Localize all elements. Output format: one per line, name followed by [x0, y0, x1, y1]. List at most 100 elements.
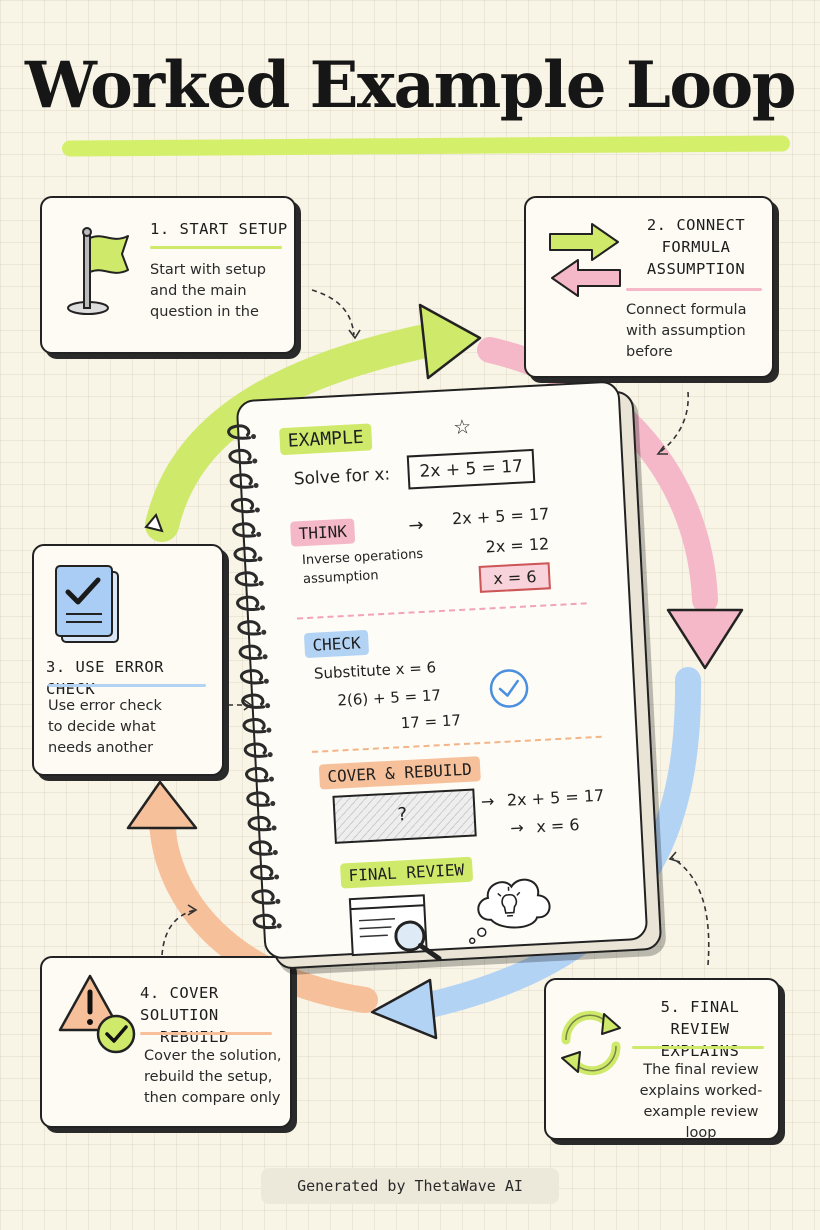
document-magnifier-icon: [348, 894, 442, 962]
spiral-ring: [243, 742, 268, 758]
covered-solution-box: ?: [332, 788, 477, 844]
card-rule: [48, 684, 206, 687]
check-tag: CHECK: [303, 629, 370, 659]
check-line: 2(6) + 5 = 17: [336, 686, 442, 710]
binding-hole: [261, 629, 267, 635]
solution-step: 2x + 5 = 17: [451, 504, 550, 529]
binding-hole: [259, 605, 265, 611]
binding-hole: [274, 874, 280, 880]
spiral-ring: [232, 522, 257, 538]
refresh-cycle-icon: [561, 1010, 621, 1076]
spiral-ring: [250, 864, 275, 881]
connector-card4: [161, 909, 196, 956]
covered-mark: ?: [396, 804, 408, 826]
spiral-ring: [238, 644, 263, 660]
binding-hole: [262, 654, 268, 660]
binding-hole: [272, 849, 278, 855]
binding-hole: [256, 531, 262, 537]
binding-hole: [263, 678, 269, 684]
spiral-ring: [246, 791, 271, 807]
connector-card5: [671, 857, 710, 966]
checklist-icon: [55, 565, 119, 643]
spiral-binding: [227, 424, 282, 930]
binding-hole: [265, 703, 271, 709]
card-rule: [626, 288, 762, 291]
spiral-ring: [251, 889, 276, 905]
spiral-ring: [248, 840, 273, 856]
check-line: 17 = 17: [400, 711, 462, 733]
divider-pink: [297, 602, 587, 620]
binding-hole: [268, 776, 274, 782]
binding-hole: [253, 482, 259, 488]
rebuild-arrow: →: [509, 817, 525, 838]
spiral-ring: [247, 815, 272, 832]
binding-hole: [270, 801, 276, 807]
example-tag: EXAMPLE: [279, 423, 373, 456]
arrow-orange-arc: [149, 807, 378, 1013]
arrows-exchange-icon: [549, 223, 621, 297]
spiral-ring: [234, 571, 259, 587]
example-notebook: EXAMPLE ☆ Solve for x: 2x + 5 = 17 THINK…: [227, 380, 649, 962]
lightbulb-thought-icon: [468, 878, 551, 945]
card-rule: [632, 1046, 764, 1049]
arrow-green-arc: [145, 323, 447, 542]
binding-hole: [257, 556, 263, 562]
solve-label: Solve for x:: [293, 464, 391, 490]
spiral-ring: [237, 620, 262, 636]
arrow-pink-head: [666, 608, 744, 670]
connector-card2: [659, 391, 689, 453]
spiral-ring: [252, 913, 277, 930]
warning-check-icon: [58, 974, 136, 1054]
card-rule: [150, 246, 282, 249]
think-tag: THINK: [290, 518, 356, 547]
spiral-ring: [228, 448, 253, 465]
binding-hole: [258, 580, 264, 586]
card-description: Cover the solution,rebuild the setup,the…: [144, 1048, 282, 1106]
final-review-tag: FINAL REVIEW: [339, 856, 473, 889]
arrow-green-head: [418, 303, 482, 380]
spiral-ring: [242, 718, 267, 734]
cover-rebuild-tag: COVER & REBUILD: [318, 756, 481, 790]
spiral-ring: [236, 595, 261, 612]
spiral-ring: [241, 693, 266, 709]
spiral-ring: [227, 424, 252, 440]
binding-hole: [267, 752, 273, 758]
connector-card1: [311, 289, 355, 336]
spiral-ring: [233, 546, 258, 563]
spiral-ring: [229, 473, 254, 489]
arrow-blue-head: [370, 978, 438, 1040]
binding-hole: [252, 458, 258, 464]
rebuild-step: 2x + 5 = 17: [506, 785, 605, 810]
spiral-ring: [239, 669, 264, 685]
problem-equation: 2x + 5 = 17: [406, 448, 536, 490]
card-rule: [140, 1032, 272, 1035]
divider-orange: [312, 735, 602, 753]
rebuild-step: x = 6: [535, 815, 581, 837]
check-circle-icon: [489, 669, 529, 708]
spiral-ring: [245, 767, 270, 783]
star-doodle: ☆: [452, 414, 472, 440]
binding-hole: [251, 434, 257, 440]
think-arrow: →: [407, 514, 425, 537]
binding-hole: [271, 825, 277, 831]
rebuild-arrow: →: [480, 791, 495, 812]
page-title: Worked Example Loop: [25, 48, 796, 123]
solution-answer: x = 6: [478, 562, 552, 593]
generated-by-footer: Generated by ThetaWave AI: [261, 1168, 559, 1204]
binding-hole: [266, 727, 272, 733]
binding-hole: [276, 923, 282, 929]
flag-icon: [67, 227, 129, 315]
card-title: 3. USE ERROR CHECK: [46, 658, 164, 698]
check-line: Substitute x = 6: [313, 658, 437, 683]
